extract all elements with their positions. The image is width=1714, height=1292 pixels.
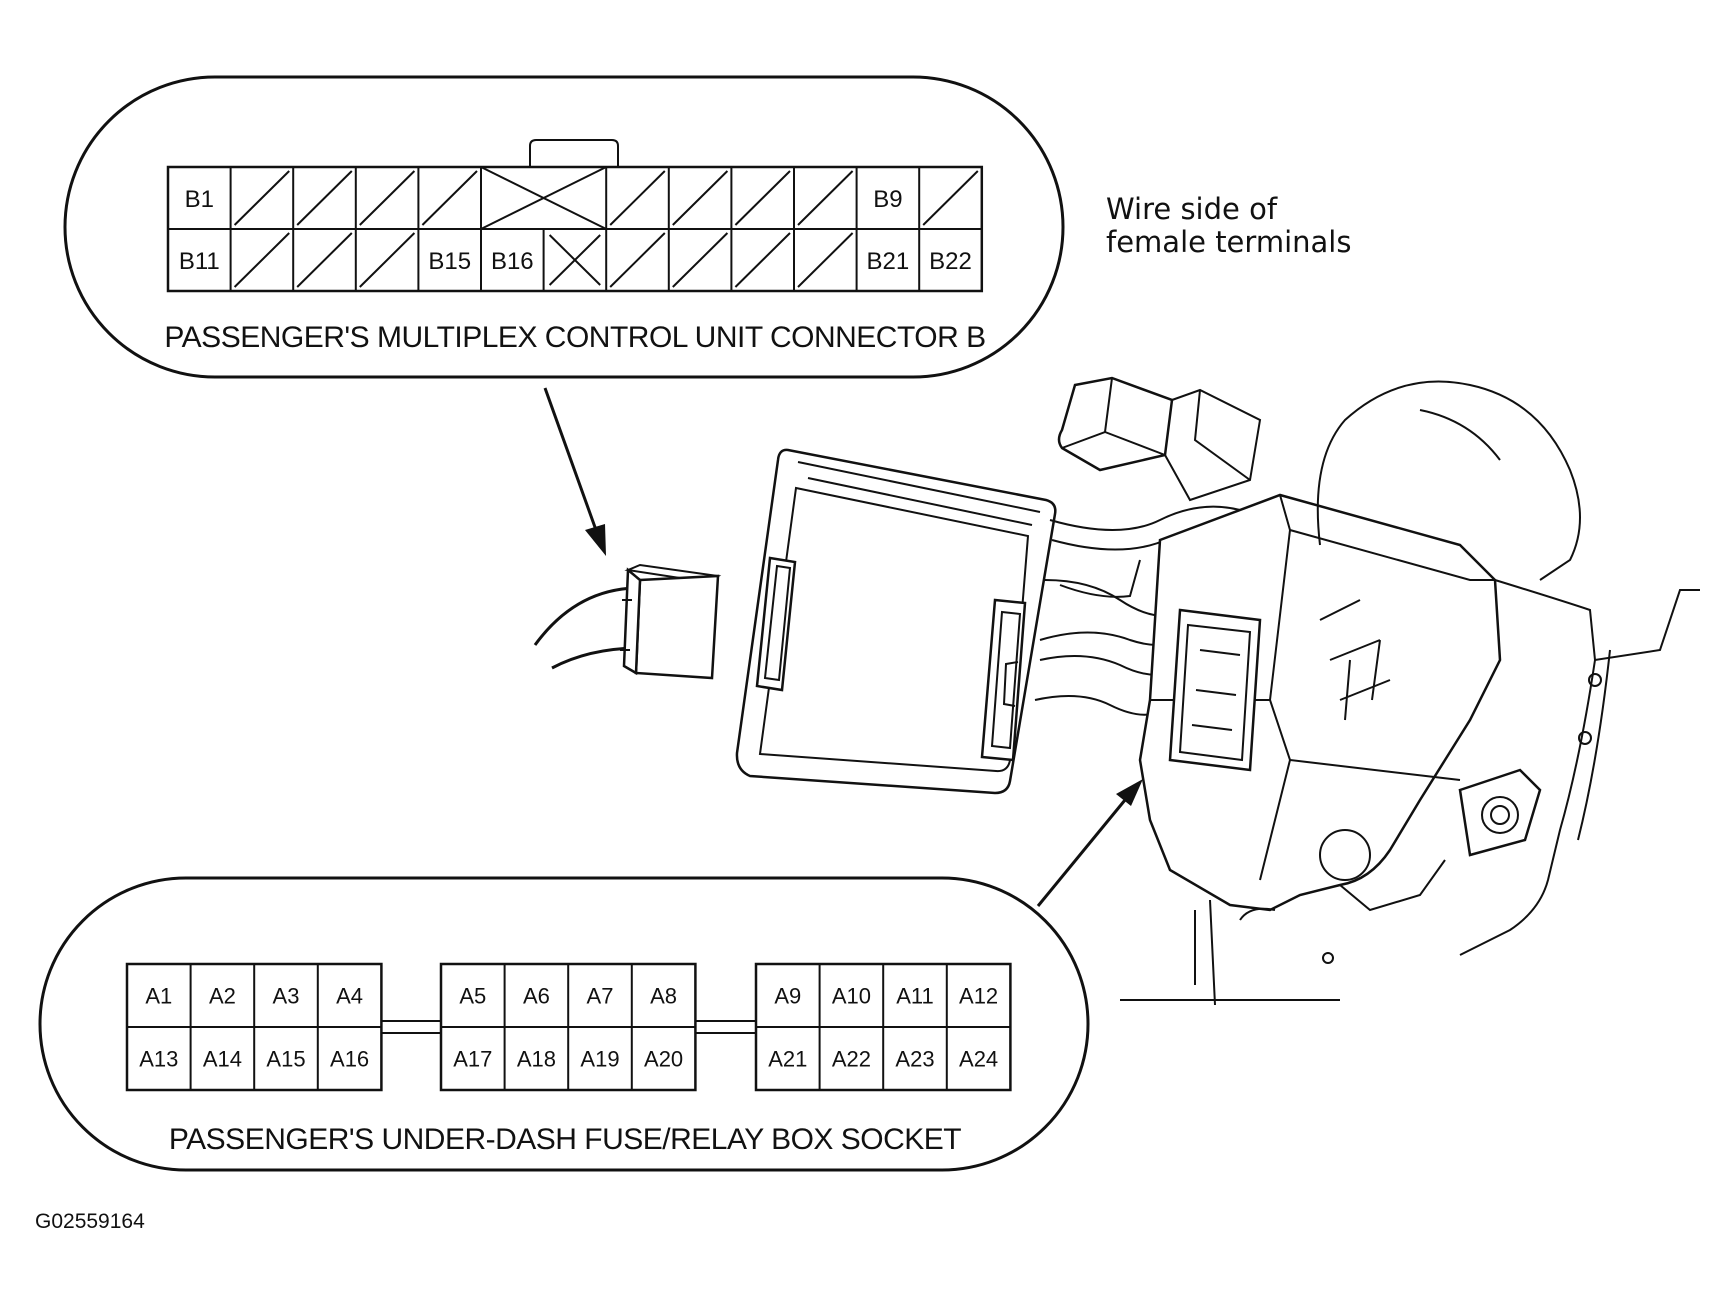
- blank-cavity-mark: [233, 170, 290, 226]
- multiplex-control-unit: [735, 448, 1057, 795]
- terminal-label: A6: [523, 984, 550, 1009]
- blank-cavity-mark: [233, 232, 290, 288]
- terminal-label: B15: [428, 248, 471, 275]
- figure-code: G02559164: [35, 1210, 145, 1233]
- fuse-box-illustration: [533, 376, 1700, 1006]
- terminal-label: A13: [139, 1047, 178, 1072]
- terminal-label: A16: [330, 1047, 369, 1072]
- terminal-label: A21: [768, 1047, 807, 1072]
- blank-cavity-mark: [421, 170, 478, 226]
- terminal-label: A20: [644, 1047, 683, 1072]
- harness-wire-upper: [533, 586, 636, 646]
- terminal-label: A2: [209, 984, 236, 1009]
- terminal-label: A7: [587, 984, 614, 1009]
- terminal-label: A14: [203, 1047, 242, 1072]
- blank-cavity-mark: [734, 232, 791, 288]
- connector-b-caption: PASSENGER'S MULTIPLEX CONTROL UNIT CONNE…: [164, 321, 985, 354]
- connector-b-bubble: [63, 75, 1065, 379]
- blank-cavity-mark: [922, 170, 979, 226]
- terminal-label: A19: [580, 1047, 619, 1072]
- arrow-head-a: [1116, 779, 1143, 806]
- relay-blocks: [1057, 376, 1262, 502]
- terminal-label: A12: [959, 984, 998, 1009]
- terminal-label: A22: [832, 1047, 871, 1072]
- blank-cavity-mark: [734, 170, 791, 226]
- blank-cavity-mark: [359, 232, 416, 288]
- terminal-label: A10: [832, 984, 871, 1009]
- terminal-label: A8: [650, 984, 677, 1009]
- terminal-label: B16: [491, 248, 534, 275]
- terminal-label: A5: [459, 984, 486, 1009]
- arrow-to-fuse-socket: [1036, 799, 1127, 907]
- terminal-label: A17: [453, 1047, 492, 1072]
- terminal-label: A1: [145, 984, 172, 1009]
- blank-cavity-mark: [672, 170, 729, 226]
- terminal-label: A23: [895, 1047, 934, 1072]
- blank-cavity-mark: [359, 170, 416, 226]
- arrow-to-connector-b: [543, 387, 598, 531]
- terminal-label: B11: [179, 248, 220, 275]
- pointer-arrows: [543, 387, 1143, 907]
- arrow-head-b: [585, 524, 606, 556]
- blank-cavity-mark: [609, 170, 666, 226]
- blank-cavity-mark: [797, 232, 854, 288]
- connector-b-lock-tab: [529, 139, 619, 167]
- terminal-label: A24: [959, 1047, 998, 1072]
- blank-cavity-mark: [296, 170, 353, 226]
- socket-a-caption: PASSENGER'S UNDER-DASH FUSE/RELAY BOX SO…: [169, 1123, 961, 1156]
- blank-cavity-mark: [609, 232, 666, 288]
- socket-a-bubble: [38, 876, 1090, 1172]
- terminal-label: B22: [929, 248, 972, 275]
- connector-b-plug: [620, 563, 722, 680]
- terminal-label: B9: [873, 186, 902, 213]
- dash-panel-outline: [1120, 380, 1700, 1006]
- terminal-label: B1: [185, 186, 214, 213]
- wire-side-note: Wire side of female terminals: [1106, 192, 1351, 259]
- blank-cavity-mark: [797, 170, 854, 226]
- blank-cavity-mark: [672, 232, 729, 288]
- terminal-label: A15: [266, 1047, 305, 1072]
- blank-cavity-mark: [548, 234, 601, 286]
- terminal-label: A3: [273, 984, 300, 1009]
- terminal-label: B21: [867, 248, 910, 275]
- blank-cavity-mark: [296, 232, 353, 288]
- terminal-label: A4: [336, 984, 363, 1009]
- note-line-2: female terminals: [1106, 225, 1351, 259]
- terminal-label: A18: [517, 1047, 556, 1072]
- blank-cavity-mark: [480, 166, 607, 230]
- terminal-label: A9: [774, 984, 801, 1009]
- terminal-label: A11: [896, 984, 934, 1009]
- fuse-relay-box: [1138, 493, 1542, 912]
- note-line-1: Wire side of: [1106, 192, 1278, 226]
